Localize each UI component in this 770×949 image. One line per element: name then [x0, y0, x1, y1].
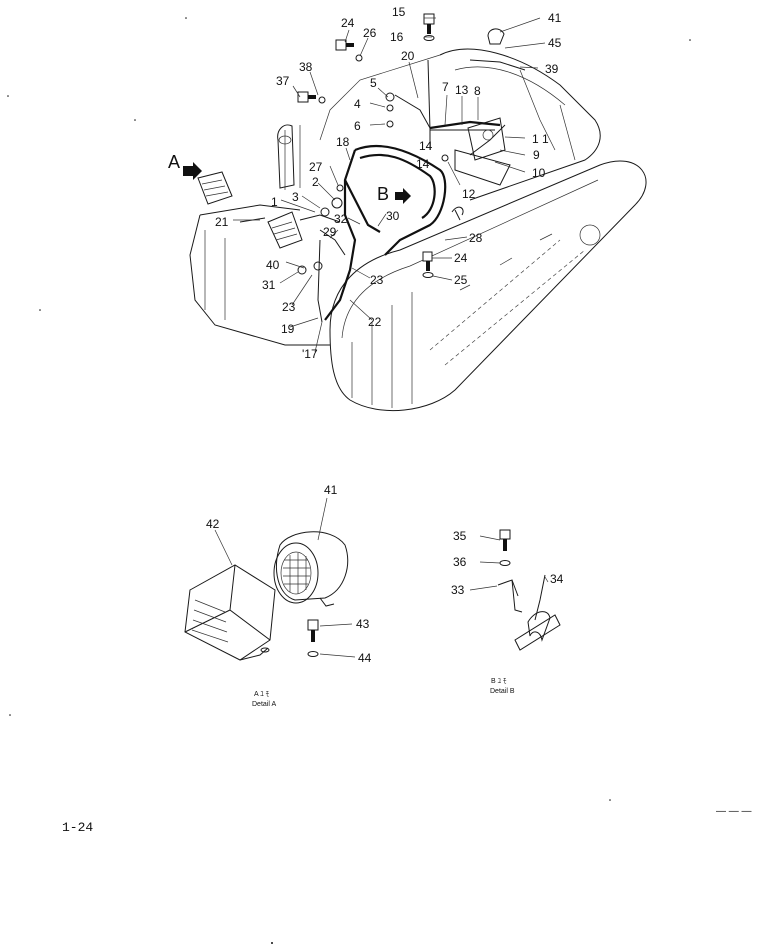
callout-19: 19 [281, 322, 295, 336]
detail-a-callout-43: 43 [356, 617, 370, 631]
bolt-hardware [297, 13, 464, 278]
crawler-track-rear [439, 48, 601, 201]
callout-4: 4 [354, 97, 361, 111]
detail-b-caption-line2: Detail B [490, 688, 515, 695]
callout-14-lower: 14 [416, 157, 430, 171]
callout-29: 29 [323, 225, 337, 239]
work-lamp-41 [469, 28, 526, 71]
callout-28: 28 [469, 231, 483, 245]
callout-24-top: 24 [341, 16, 355, 30]
callout-5: 5 [370, 76, 377, 90]
detail-b-clamp [514, 574, 561, 651]
scan-specks [7, 17, 691, 944]
callout-38: 38 [299, 60, 313, 74]
detail-a-guard [184, 564, 276, 661]
wiring-harness [239, 59, 506, 323]
callout-21: 21 [215, 215, 229, 229]
callout-10: 10 [532, 166, 546, 180]
detail-a-bolt [307, 619, 319, 631]
work-lamp-housing-a [197, 171, 233, 205]
detail-b-washer [499, 560, 511, 566]
detail-a-callout-44: 44 [358, 651, 372, 665]
callout-32: 32 [334, 212, 348, 226]
callout-30: 30 [386, 209, 400, 223]
detail-a: 41 42 43 44 A ﾕ ﾓ Detail A [184, 483, 372, 708]
callout-26: 26 [363, 26, 377, 40]
view-arrow-a [183, 162, 202, 180]
margin-mark: — — — [716, 806, 752, 817]
work-lamp-housing-b [267, 211, 303, 249]
machine-illustration [183, 13, 647, 412]
callout-45: 45 [548, 36, 562, 50]
detail-b: 35 36 33 34 B ﾕ ﾓ Detail B [451, 529, 564, 695]
callout-18: 18 [336, 135, 350, 149]
detail-b-callout-36: 36 [453, 555, 467, 569]
upper-structure-body [189, 54, 441, 346]
callout-2: 2 [312, 175, 319, 189]
detail-b-callout-34: 34 [550, 572, 564, 586]
callout-40: 40 [266, 258, 280, 272]
detail-a-callout-41: 41 [324, 483, 338, 497]
detail-b-bolt [499, 529, 511, 540]
callout-16: 16 [390, 30, 404, 44]
detail-b-callout-33: 33 [451, 583, 465, 597]
callout-39: 39 [545, 62, 559, 76]
callout-15: 15 [392, 5, 406, 19]
callout-41: 41 [548, 11, 562, 25]
relay-bracket [454, 117, 511, 186]
callout-13: 13 [455, 83, 469, 97]
callout-11: 1 1 [532, 132, 549, 146]
callout-6: 6 [354, 119, 361, 133]
detail-a-lamp [273, 531, 349, 607]
callout-23-right: 23 [370, 273, 384, 287]
view-marker-b: B [377, 184, 389, 204]
callout-20: 20 [401, 49, 415, 63]
callout-14-upper: 14 [419, 139, 433, 153]
callout-9: 9 [533, 148, 540, 162]
callout-23-left: 23 [282, 300, 296, 314]
detail-a-caption-line2: Detail A [252, 701, 276, 708]
callout-27: 27 [309, 160, 323, 174]
callout-1: 1 [271, 195, 278, 209]
detail-b-caption-line1: B ﾕ ﾓ [491, 677, 507, 685]
callout-37: 37 [276, 74, 290, 88]
detail-a-caption-line1: A ﾕ ﾓ [254, 690, 270, 698]
detail-b-bracket [497, 579, 523, 613]
page-number: 1-24 [62, 820, 93, 835]
view-arrow-b [395, 188, 411, 204]
callout-22: 22 [368, 315, 382, 329]
leader-lines [233, 17, 546, 353]
callout-12: 12 [462, 187, 476, 201]
callout-25: 25 [454, 273, 468, 287]
callout-7: 7 [442, 80, 449, 94]
callout-3: 3 [292, 190, 299, 204]
main-callouts: 15 16 41 45 39 24 26 20 38 37 5 4 6 7 13… [215, 5, 562, 361]
view-marker-a: A [168, 152, 180, 172]
callout-24-lower: 24 [454, 251, 468, 265]
callout-31: 31 [262, 278, 276, 292]
detail-b-callout-35: 35 [453, 529, 467, 543]
detail-a-washer [307, 651, 319, 657]
detail-a-callout-42: 42 [206, 517, 220, 531]
crawler-track-front [329, 160, 647, 412]
callout-17: '17 [302, 347, 318, 361]
callout-8: 8 [474, 84, 481, 98]
